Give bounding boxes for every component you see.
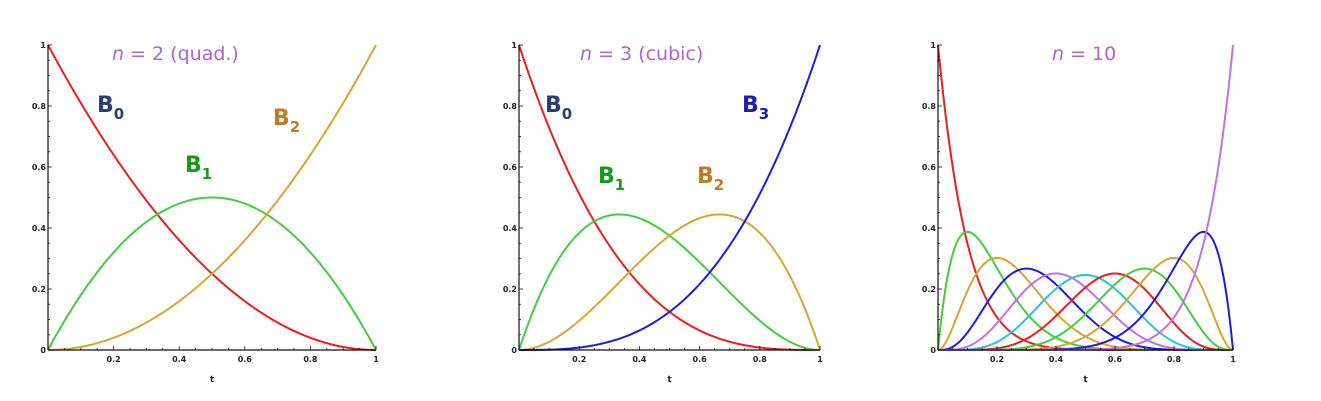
chart-title-variable: n bbox=[1052, 43, 1064, 65]
x-tick-label: 1 bbox=[817, 355, 823, 364]
curve-label-b0: B0 bbox=[545, 93, 572, 123]
x-tick-label: 0.6 bbox=[238, 355, 253, 364]
curve-label-subscript: 3 bbox=[759, 105, 769, 123]
series-line-b10 bbox=[938, 44, 1234, 351]
x-axis-label: t bbox=[667, 375, 672, 385]
chart-panel-degree-10: 0.2 0.4 0.6 0.8 1 0.2 0.4 0.6 0.8 1 0 t n = 10 bbox=[922, 41, 1236, 385]
curve-label-b0: B0 bbox=[97, 93, 124, 123]
x-tick-label: 0.6 bbox=[693, 355, 708, 364]
chart-title-text: = 10 bbox=[1064, 43, 1116, 65]
x-tick-label: 0.4 bbox=[172, 355, 187, 364]
curve-label-subscript: 1 bbox=[202, 165, 212, 183]
y-tick-label: 0.6 bbox=[32, 163, 47, 172]
chart-title-text: = 3 (cubic) bbox=[592, 43, 703, 65]
curve-label-subscript: 2 bbox=[714, 176, 724, 194]
y-tick-label: 0.8 bbox=[922, 102, 937, 111]
chart-title-variable: n bbox=[580, 43, 592, 65]
series-line-b8 bbox=[938, 256, 1234, 351]
chart-title: n = 10 bbox=[1052, 43, 1116, 65]
x-tick-label: 0.2 bbox=[990, 355, 1004, 364]
y-tick-label: 0.8 bbox=[503, 102, 518, 111]
curve-label-b1: B1 bbox=[598, 164, 625, 194]
y-tick-label: 0.4 bbox=[922, 224, 937, 233]
y-tick-label: 1 bbox=[511, 41, 517, 50]
curve-label-base: B bbox=[545, 93, 562, 118]
x-axis-label: t bbox=[210, 375, 215, 385]
chart-panel-quadratic: 0.2 0.4 0.6 0.8 1 0.2 0.4 0.6 0.8 1 0 t n = 2 (quad.… bbox=[32, 41, 379, 385]
y-tick-label: 1 bbox=[930, 41, 936, 50]
curve-label-b1: B1 bbox=[185, 153, 212, 183]
x-tick-label: 1 bbox=[373, 355, 379, 364]
curve-label-base: B bbox=[697, 164, 714, 189]
x-tick-label: 0.2 bbox=[572, 355, 586, 364]
chart-panel-cubic: 0.2 0.4 0.6 0.8 1 0.2 0.4 0.6 0.8 1 0 t n = 3 (cubic… bbox=[503, 41, 823, 385]
series-line-b3 bbox=[519, 44, 821, 351]
curve-label-subscript: 0 bbox=[562, 105, 572, 123]
y-tick-label: 0.8 bbox=[32, 102, 47, 111]
y-tick-label: 0.6 bbox=[922, 163, 937, 172]
x-tick-label: 0.8 bbox=[753, 355, 768, 364]
chart-title-text: = 2 (quad.) bbox=[124, 43, 239, 65]
y-tick-label: 0.2 bbox=[503, 285, 517, 294]
curve-label-base: B bbox=[273, 106, 290, 131]
curve-label-b2: B2 bbox=[697, 164, 724, 194]
y-tick-label: 0.4 bbox=[32, 224, 47, 233]
curve-label-subscript: 1 bbox=[615, 176, 625, 194]
series-line-b2 bbox=[47, 44, 377, 351]
y-tick-label: 0.2 bbox=[922, 285, 936, 294]
curve-label-subscript: 0 bbox=[114, 105, 124, 123]
curve-label-base: B bbox=[97, 93, 114, 118]
x-tick-label: 0.8 bbox=[303, 355, 318, 364]
origin-label: 0 bbox=[930, 346, 936, 355]
x-tick-label: 1 bbox=[1230, 355, 1236, 364]
curve-label-base: B bbox=[185, 153, 202, 178]
curve-label-b2: B2 bbox=[273, 106, 300, 136]
origin-label: 0 bbox=[40, 346, 46, 355]
x-tick-label: 0.2 bbox=[107, 355, 121, 364]
y-tick-label: 1 bbox=[40, 41, 46, 50]
series-line-b2 bbox=[518, 213, 821, 351]
curve-label-subscript: 2 bbox=[290, 118, 300, 136]
origin-label: 0 bbox=[511, 346, 517, 355]
chart-title-variable: n bbox=[112, 43, 124, 65]
x-tick-label: 0.4 bbox=[632, 355, 647, 364]
series-line-b0 bbox=[518, 44, 820, 351]
series-line-b0 bbox=[937, 44, 1233, 351]
x-tick-label: 0.6 bbox=[1108, 355, 1123, 364]
x-tick-label: 0.4 bbox=[1049, 355, 1064, 364]
y-tick-label: 0.2 bbox=[32, 285, 46, 294]
x-axis-label: t bbox=[1083, 375, 1088, 385]
series-line-b5 bbox=[938, 273, 1233, 351]
curve-label-base: B bbox=[598, 164, 615, 189]
curve-label-b3: B3 bbox=[742, 93, 769, 123]
chart-title: n = 2 (quad.) bbox=[112, 43, 239, 65]
chart-title: n = 3 (cubic) bbox=[580, 43, 703, 65]
x-tick-label: 0.8 bbox=[1167, 355, 1182, 364]
series-line-b1 bbox=[47, 196, 377, 351]
y-tick-label: 0.4 bbox=[503, 224, 518, 233]
y-tick-label: 0.6 bbox=[503, 163, 518, 172]
curve-label-base: B bbox=[742, 93, 759, 118]
